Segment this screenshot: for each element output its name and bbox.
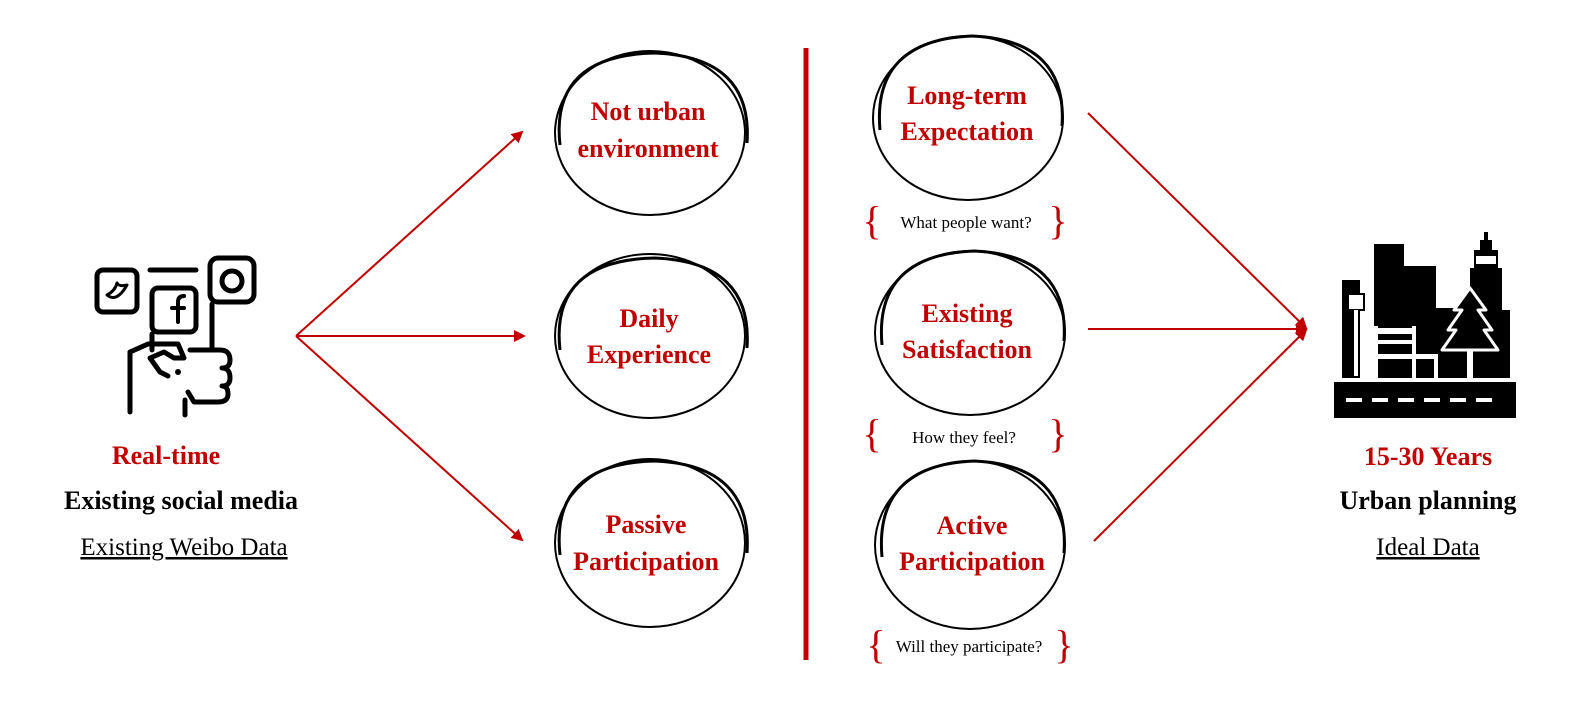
question-text: Will they participate?	[896, 637, 1043, 656]
right-subtitle: Urban planning	[1339, 486, 1516, 515]
city-park-icon	[1334, 232, 1516, 418]
right-link[interactable]: Ideal Data	[1376, 534, 1479, 561]
left-link[interactable]: Existing Weibo Data	[80, 534, 287, 561]
circle-label-line: environment	[577, 134, 718, 163]
left-title: Real-time	[112, 441, 220, 470]
brace-right: }	[1054, 622, 1073, 667]
right-circle-3: Active Participation	[874, 459, 1066, 630]
circle-label-line: Participation	[899, 547, 1045, 576]
question-text: What people want?	[900, 213, 1031, 232]
circle-label-line: Passive	[606, 510, 687, 539]
right-arrows	[1087, 112, 1308, 542]
middle-circle-3: Passive Participation	[554, 458, 749, 628]
left-arrows	[295, 130, 526, 542]
question-3: { Will they participate? }	[866, 622, 1073, 667]
brace-right: }	[1048, 411, 1067, 456]
circle-label-line: Experience	[587, 340, 711, 369]
brace-left: {	[862, 411, 881, 456]
social-media-hand-icon	[94, 255, 257, 418]
middle-circle-2: Daily Experience	[554, 253, 749, 419]
middle-circle-1: Not urban environment	[554, 50, 749, 216]
arrow-from-active-participation	[1093, 328, 1308, 542]
right-circle-2: Existing Satisfaction	[874, 249, 1066, 416]
circle-label-line: Not urban	[591, 97, 706, 126]
brace-left: {	[862, 198, 881, 243]
circle-label-line: Satisfaction	[902, 335, 1033, 364]
question-1: { What people want? }	[862, 198, 1067, 243]
brace-right: }	[1048, 198, 1067, 243]
brace-left: {	[866, 622, 885, 667]
circle-label-line: Daily	[619, 304, 678, 333]
circle-label-line: Participation	[573, 547, 719, 576]
question-text: How they feel?	[912, 428, 1016, 447]
circle-label-line: Active	[937, 511, 1008, 540]
arrow-to-passive-participation	[295, 335, 524, 542]
circle-label-line: Long-term	[907, 81, 1027, 110]
circle-label-line: Expectation	[901, 117, 1034, 146]
right-circle-1: Long-term Expectation	[872, 34, 1064, 201]
left-subtitle: Existing social media	[64, 486, 298, 515]
arrow-to-not-urban	[295, 130, 524, 337]
circle-label-line: Existing	[921, 299, 1012, 328]
question-2: { How they feel? }	[862, 411, 1067, 456]
right-title: 15-30 Years	[1364, 442, 1492, 471]
arrow-from-long-term	[1087, 112, 1308, 330]
